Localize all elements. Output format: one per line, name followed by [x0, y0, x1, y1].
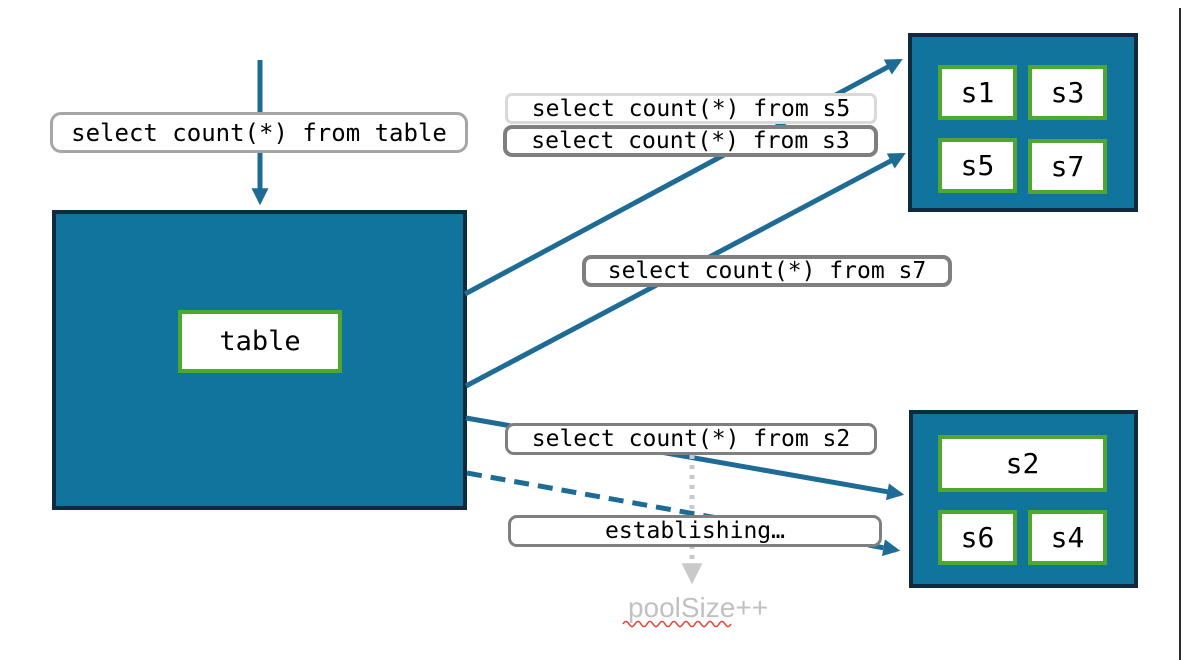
shard-s2: s2 — [938, 435, 1107, 492]
shard-s1-label: s1 — [960, 76, 995, 109]
slide-edge-line — [1179, 8, 1181, 660]
spellcheck-squiggle — [622, 620, 732, 628]
shard-s3: s3 — [1028, 65, 1107, 120]
query-label-s2-text: select count(*) from s2 — [531, 426, 851, 452]
query-label-s5: select count(*) from s5 — [505, 93, 877, 124]
table-node-label: table — [219, 326, 301, 357]
query-label-table-text: select count(*) from table — [71, 118, 447, 147]
table-node: table — [178, 310, 342, 373]
poolsize-note-text: poolSize++ — [627, 592, 769, 623]
query-label-table: select count(*) from table — [50, 112, 468, 153]
establishing-label-text: establishing… — [604, 518, 785, 544]
query-label-s7: select count(*) from s7 — [582, 255, 952, 287]
query-label-s2: select count(*) from s2 — [505, 423, 877, 455]
shard-s5: s5 — [938, 138, 1017, 193]
shard-s5-label: s5 — [960, 149, 995, 182]
shard-s1: s1 — [938, 65, 1017, 120]
shard-s3-label: s3 — [1050, 76, 1085, 109]
shard-s2-label: s2 — [1005, 447, 1040, 480]
query-label-s7-text: select count(*) from s7 — [607, 258, 927, 284]
shard-s4: s4 — [1028, 510, 1107, 565]
query-label-s3-text: select count(*) from s3 — [531, 128, 850, 154]
shard-s7: s7 — [1028, 139, 1107, 194]
shard-s6: s6 — [938, 510, 1017, 565]
query-label-s3: select count(*) from s3 — [503, 125, 878, 157]
shard-s6-label: s6 — [960, 521, 995, 554]
shard-s7-label: s7 — [1050, 150, 1085, 183]
shard-s4-label: s4 — [1050, 521, 1085, 554]
establishing-label: establishing… — [508, 515, 882, 547]
query-label-s5-text: select count(*) from s5 — [531, 95, 851, 122]
poolsize-note: poolSize++ — [618, 592, 778, 624]
